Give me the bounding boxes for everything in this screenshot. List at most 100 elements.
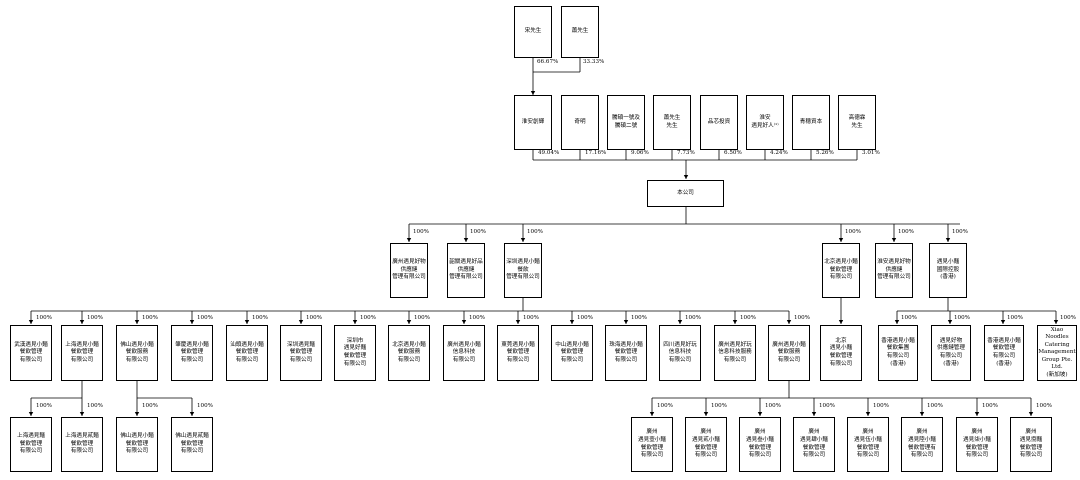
subsidiary-dg-label: 東莞遇見小麵 餐飲管理 有限公司 (501, 341, 535, 363)
ownership-pct: 100% (845, 229, 861, 235)
arrow-head (134, 320, 140, 324)
subsidiary-g3-label: 廣州 遇見叁小麵 餐飲管理 有限公司 (746, 429, 774, 459)
subsidiary-g3: 廣州 遇見叁小麵 餐飲管理 有限公司 (739, 417, 781, 472)
subsidiary-g7: 廣州 遇見柒小麵 餐飲管理 有限公司 (956, 417, 998, 472)
arrow-head (515, 320, 521, 324)
arrow-head (945, 238, 951, 242)
arrow-head (811, 412, 817, 416)
arrow-head (352, 320, 358, 324)
subsidiary-gzxx-label: 廣州遇見小麵 信息科技 有限公司 (447, 341, 481, 363)
arrow-head (244, 320, 250, 324)
subsidiary-gzhw: 廣州遇見好玩 信息科技服務 有限公司 (714, 325, 756, 381)
arrow-head (569, 320, 575, 324)
subsidiary-zq-label: 肇慶遇見小麵 餐飲管理 有限公司 (175, 341, 209, 363)
subsidiary-g7-label: 廣州 遇見柒小麵 餐飲管理 有限公司 (963, 429, 991, 459)
subsidiary-hk3-label: 香港遇見小麵 餐飲管理 有限公司 (香港) (987, 337, 1021, 367)
subsidiary-zs: 中山遇見小麵 餐飲管理 有限公司 (551, 325, 593, 381)
shareholder-qiming: 奇明 (561, 95, 599, 150)
ownership-pct: 100% (523, 315, 539, 321)
shareholder-xiao: 蕭先生 (561, 6, 599, 58)
subsidiary-g2: 廣州 遇見貳小麵 餐飲管理 有限公司 (685, 417, 727, 472)
ownership-pct: 100% (360, 315, 376, 321)
shareholder-huaian_yj: 淮安 遇見好人⁽¹⁾ (746, 95, 784, 150)
arrow-head (461, 320, 467, 324)
ownership-pct: 100% (794, 315, 810, 321)
arrow-head (865, 412, 871, 416)
ownership-pct: 100% (87, 403, 103, 409)
subsidiary-bjcy: 北京遇見小麵 餐飲服務 有限公司 (388, 325, 430, 381)
arrow-head (406, 320, 412, 324)
shareholder-qingwei-label: 青穗資本 (799, 118, 823, 125)
subsidiary-yj_intl: 遇見小麵 國際控股 (香港) (929, 243, 967, 298)
subsidiary-sh2: 上海遇見貳麵 餐飲管理 有限公司 (61, 417, 103, 472)
subsidiary-sg: Xiao Noodles Catering Management Group P… (1037, 325, 1077, 381)
subsidiary-hk1: 香港遇見小麵 餐飲集團 有限公司 (香港) (878, 325, 918, 381)
ownership-pct: 100% (197, 315, 213, 321)
company-box-label: 本公司 (677, 189, 694, 196)
subsidiary-g1-label: 廣州 遇見壹小麵 餐飲管理 有限公司 (638, 429, 666, 459)
ownership-pct: 100% (982, 403, 998, 409)
subsidiary-g4-label: 廣州 遇見肆小麵 餐飲管理 有限公司 (800, 429, 828, 459)
subsidiary-sc: 四川遇見好玩 信息科技 有限公司 (659, 325, 701, 381)
arrow-head (649, 412, 655, 416)
subsidiary-yj_intl-label: 遇見小麵 國際控股 (香港) (936, 259, 960, 281)
shareholder-jinhui: 淮安創輝 (514, 95, 552, 150)
ownership-pct: 100% (898, 229, 914, 235)
subsidiary-sz_cy: 深圳遇見小麵 餐飲 管理有限公司 (504, 243, 542, 298)
subsidiary-g8: 廣州 遇見捌麵 餐飲管理 有限公司 (1010, 417, 1052, 472)
shareholder-qingwei: 青穗資本 (792, 95, 830, 150)
subsidiary-sh2-label: 上海遇見貳麵 餐飲管理 有限公司 (65, 433, 99, 455)
subsidiary-gzcy-label: 廣州遇見小麵 餐飲服務 有限公司 (772, 341, 806, 363)
subsidiary-ha_sc: 淮安遇見好物 供應鏈 管理有限公司 (875, 243, 913, 298)
arrow-head (463, 238, 469, 242)
subsidiary-szyj-label: 深圳遇見麵 餐飲管理 有限公司 (287, 341, 315, 363)
arrow-head (757, 412, 763, 416)
ownership-pct: 66.67% (537, 59, 559, 65)
shareholder-qiming-label: 奇明 (574, 118, 586, 125)
ownership-pct: 100% (577, 315, 593, 321)
arrow-head (947, 320, 953, 324)
ownership-pct: 100% (1007, 315, 1023, 321)
ownership-pct: 100% (306, 315, 322, 321)
subsidiary-gz_sc: 廣州遇見好物 供應鏈 管理有限公司 (390, 243, 428, 298)
subsidiary-g1: 廣州 遇見壹小麵 餐飲管理 有限公司 (631, 417, 673, 472)
subsidiary-g2-label: 廣州 遇見貳小麵 餐飲管理 有限公司 (692, 429, 720, 459)
ownership-pct: 100% (952, 229, 968, 235)
ownership-pct: 100% (631, 315, 647, 321)
arrow-head (28, 320, 34, 324)
shareholder-huaian_yj-label: 淮安 遇見好人⁽¹⁾ (751, 114, 779, 129)
ownership-pct: 100% (87, 315, 103, 321)
arrow-head (1053, 320, 1059, 324)
subsidiary-sh1: 上海遇見麵 餐飲管理 有限公司 (10, 417, 52, 472)
subsidiary-g6: 廣州 遇見陸小麵 餐飲管理有 有限公司 (901, 417, 943, 472)
ownership-pct: 6.50% (724, 150, 742, 156)
ownership-pct: 17.16% (585, 150, 607, 156)
subsidiary-fs1: 佛山遇見小麵 餐飲管理 有限公司 (116, 417, 158, 472)
arrow-head (1028, 412, 1034, 416)
arrow-head (189, 320, 195, 324)
arrow-head (530, 91, 536, 95)
ownership-pct: 9.06% (631, 150, 649, 156)
subsidiary-sh1-label: 上海遇見麵 餐飲管理 有限公司 (17, 433, 45, 455)
subsidiary-gzcy: 廣州遇見小麵 餐飲服務 有限公司 (768, 325, 810, 381)
subsidiary-sh: 上海遇見小麵 餐飲管理 有限公司 (61, 325, 103, 381)
ownership-pct: 100% (469, 315, 485, 321)
subsidiary-bj-sub: 北京 遇見小麵 餐飲管理 有限公司 (820, 325, 862, 381)
arrow-head (623, 320, 629, 324)
ownership-pct: 100% (1036, 403, 1052, 409)
ownership-pct: 100% (927, 403, 943, 409)
subsidiary-g8-label: 廣州 遇見捌麵 餐飲管理 有限公司 (1019, 429, 1043, 459)
subsidiary-g6-label: 廣州 遇見陸小麵 餐飲管理有 有限公司 (908, 429, 936, 459)
ownership-pct: 100% (413, 229, 429, 235)
ownership-pct: 100% (873, 403, 889, 409)
shareholder-xiao2-label: 蕭先生 先生 (663, 114, 681, 129)
arrow-head (28, 412, 34, 416)
arrow-head (298, 320, 304, 324)
subsidiary-g5-label: 廣州 遇見伍小麵 餐飲管理 有限公司 (854, 429, 882, 459)
arrow-head (838, 238, 844, 242)
arrow-head (732, 320, 738, 324)
arrow-head (894, 320, 900, 324)
subsidiary-g4: 廣州 遇見肆小麵 餐飲管理 有限公司 (793, 417, 835, 472)
ownership-pct: 33.33% (583, 59, 605, 65)
subsidiary-hk2: 遇見好物 供應鏈管理 有限公司 (香港) (931, 325, 971, 381)
